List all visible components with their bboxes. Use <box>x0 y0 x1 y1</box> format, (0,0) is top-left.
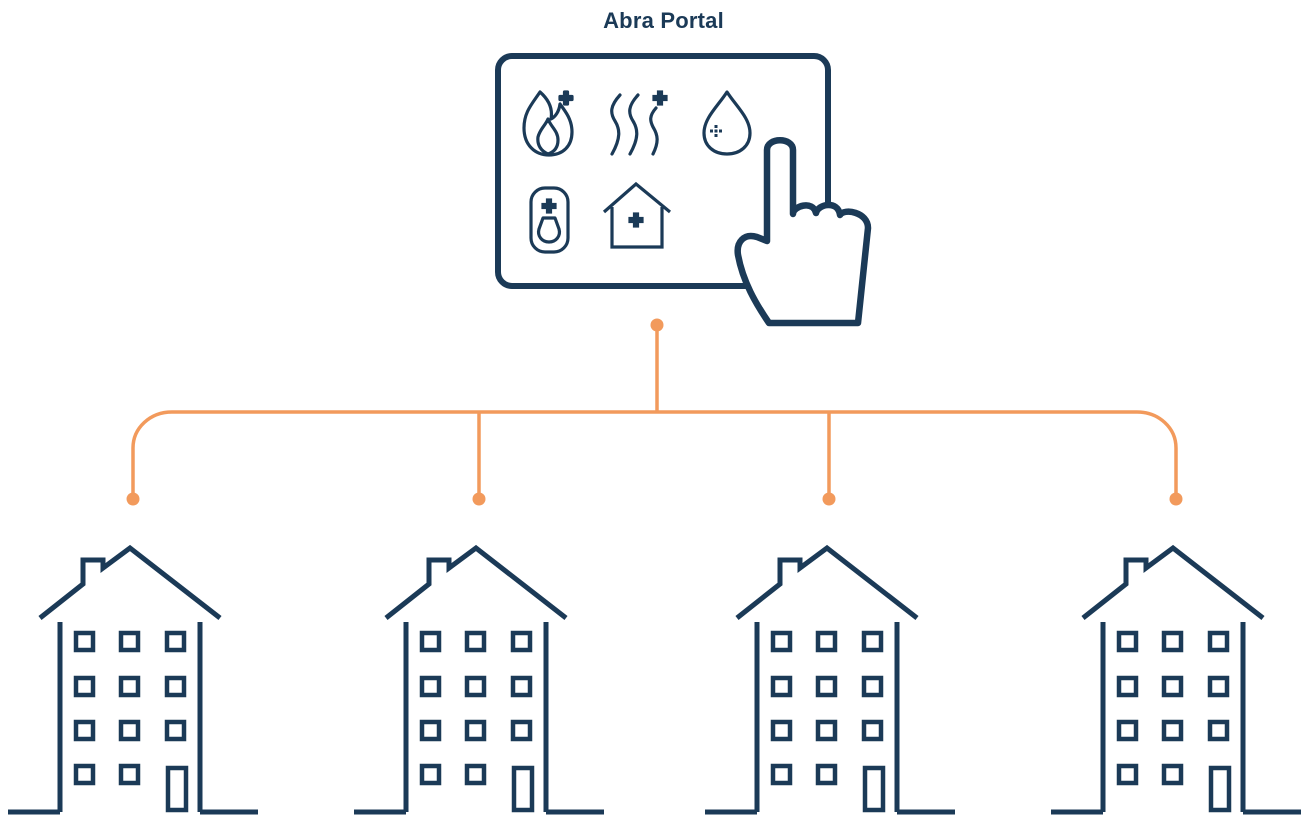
building-node-3 <box>823 493 836 506</box>
fire-icon <box>524 92 572 155</box>
building-2-icon <box>354 548 604 812</box>
heat-waves-icon <box>612 92 666 154</box>
building-1-icon <box>8 548 258 812</box>
meter-icon <box>531 188 568 252</box>
hand-pointer-icon <box>738 140 868 323</box>
building-4-icon <box>1051 548 1301 812</box>
building-node-2 <box>473 493 486 506</box>
portal-node <box>651 319 664 332</box>
building-3-icon <box>705 548 955 812</box>
home-icon <box>604 184 670 247</box>
water-drop-icon <box>704 92 750 154</box>
connector-tree <box>133 325 1176 499</box>
building-node-1 <box>127 493 140 506</box>
building-node-4 <box>1170 493 1183 506</box>
